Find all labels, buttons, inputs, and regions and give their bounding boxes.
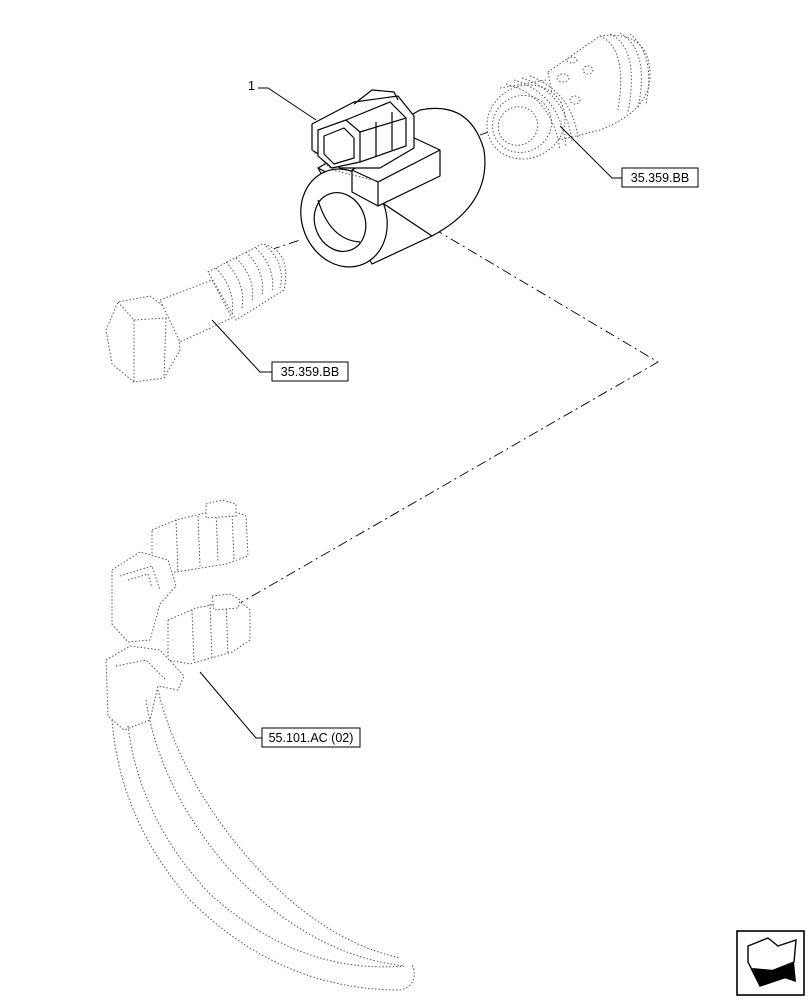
ref-label-cartridge-text: 35.359.BB xyxy=(631,171,689,185)
cartridge-valve xyxy=(486,32,651,160)
assembly-centerline xyxy=(239,127,659,604)
ref-label-bolt-text: 35.359.BB xyxy=(281,365,339,379)
wiring-harness xyxy=(105,499,415,991)
ref-label-bolt[interactable]: 35.359.BB xyxy=(271,361,349,382)
next-page-arrow-icon[interactable] xyxy=(736,930,805,996)
item-number-label: 1 xyxy=(248,79,255,93)
ref-label-harness[interactable]: 55.101.AC (02) xyxy=(261,727,361,748)
leader-lines xyxy=(199,87,622,739)
ref-label-cartridge[interactable]: 35.359.BB xyxy=(621,167,699,188)
bolt xyxy=(105,243,287,383)
ref-label-harness-text: 55.101.AC (02) xyxy=(269,731,354,745)
solenoid-coil xyxy=(300,89,486,268)
